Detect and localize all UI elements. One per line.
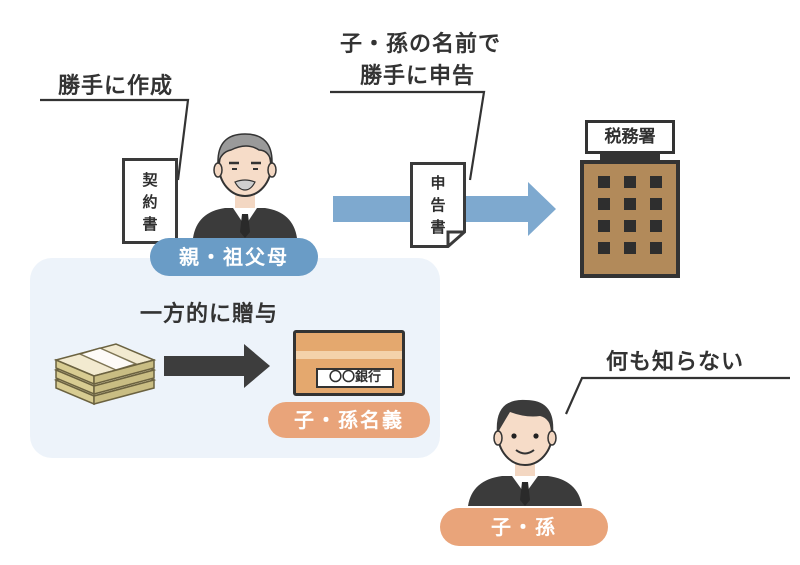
contract-char-3: 書	[142, 215, 158, 233]
report-note-line2: 勝手に申告	[360, 64, 476, 89]
parent-badge: 親・祖父母	[150, 238, 318, 276]
report-char-3: 書	[430, 218, 446, 236]
tax-office-sign: 税務署	[585, 120, 675, 154]
unaware-note: 何も知らない	[606, 350, 745, 375]
bankbook-label-box: 〇〇銀行	[316, 368, 394, 388]
report-char-1: 申	[430, 174, 446, 192]
building-icon	[580, 160, 680, 278]
account-holder-badge: 子・孫名義	[268, 402, 430, 438]
report-note-line1: 子・孫の名前で	[340, 32, 502, 57]
young-man-icon	[468, 399, 582, 506]
tax-office-connector	[600, 154, 660, 164]
bank-name: 〇〇銀行	[328, 370, 381, 385]
contract-document: 契 約 書	[122, 158, 178, 244]
bankbook: 〇〇銀行	[293, 330, 405, 396]
bankbook-stripe	[296, 351, 402, 359]
tax-office-label: 税務署	[604, 127, 656, 147]
elderly-man-icon	[193, 133, 297, 238]
contract-note: 勝手に作成	[58, 74, 174, 99]
contract-char-1: 契	[142, 171, 158, 189]
report-document: 申 告 書	[410, 162, 466, 248]
report-char-2: 告	[430, 196, 446, 214]
report-document-shape	[410, 162, 466, 248]
child-badge: 子・孫	[440, 508, 608, 546]
contract-char-2: 約	[142, 193, 158, 211]
gift-note: 一方的に贈与	[140, 302, 279, 327]
cash-bundle-icon	[53, 343, 157, 406]
